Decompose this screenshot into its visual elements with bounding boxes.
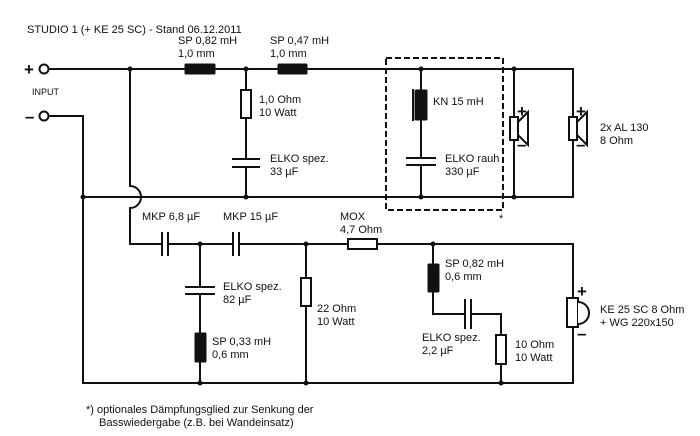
c22-label-value: 2,2 µF — [422, 345, 454, 357]
resistor-22-ohm: 22 Ohm 10 Watt — [300, 277, 356, 328]
capacitor-mkp-15uf: MKP 15 µF — [223, 211, 278, 256]
resistor-mox-4-7-ohm: MOX 4,7 Ohm — [340, 211, 382, 250]
tweeter-plus: + — [577, 282, 587, 301]
capacitor-330uf: ELKO rauh 330 µF — [406, 153, 499, 178]
wires — [48, 68, 574, 384]
r1-label-power: 10 Watt — [259, 107, 297, 119]
inductor-sp3: SP 0,33 mH 0,6 mm — [194, 332, 271, 363]
c82-label-value: 82 µF — [223, 294, 252, 306]
junction-dots — [80, 66, 517, 386]
r10-label-value: 10 Ohm — [515, 339, 554, 351]
c22-label-type: ELKO spez. — [422, 332, 481, 344]
c1-label-type: ELKO spez. — [270, 153, 329, 165]
c-rauh-label-value: 330 µF — [445, 166, 480, 178]
woofer2-plus: + — [576, 102, 586, 121]
sp4-label-wire: 0,6 mm — [445, 271, 482, 283]
input-label: INPUT — [32, 87, 60, 97]
mox-label-value: 4,7 Ohm — [340, 224, 382, 236]
footnote-line-2: Basswiedergabe (z.B. bei Wandeinsatz) — [99, 417, 294, 429]
inductor-sp2: SP 0,47 mH 1,0 mm — [270, 35, 329, 75]
woofer-speaker-2: + – 2x AL 130 8 Ohm — [568, 102, 649, 154]
capacitor-33uf: ELKO spez. 33 µF — [232, 153, 329, 178]
r22-label-power: 10 Watt — [317, 316, 355, 328]
c1-label-value: 33 µF — [270, 166, 299, 178]
c82-label-type: ELKO spez. — [223, 281, 282, 293]
input-plus-terminal — [38, 63, 50, 75]
r10-label-power: 10 Watt — [515, 352, 553, 364]
input-terminals: + INPUT – — [24, 60, 60, 126]
input-plus-sign: + — [24, 60, 34, 79]
mox-label-type: MOX — [340, 211, 366, 223]
sp1-label-value: SP 0,82 mH — [178, 35, 237, 47]
tweeter-minus: – — [577, 324, 586, 343]
sp3-label-value: SP 0,33 mH — [212, 336, 271, 348]
woofer-speaker-1: + – — [509, 102, 529, 154]
inductor-sp1: SP 0,82 mH 1,0 mm — [178, 35, 237, 75]
tweeter-speaker: + – KE 25 SC 8 Ohm + WG 220x150 — [566, 282, 684, 343]
capacitor-82uf: ELKO spez. 82 µF — [185, 281, 282, 306]
r22-label-value: 22 Ohm — [317, 303, 356, 315]
woofer1-plus: + — [517, 102, 527, 121]
sp4-label-value: SP 0,82 mH — [445, 258, 504, 270]
resistor-10-ohm: 10 Ohm 10 Watt — [495, 334, 554, 365]
diagram-title: STUDIO 1 (+ KE 25 SC) - Stand 06.12.2011 — [27, 24, 242, 36]
sp2-label-wire: 1,0 mm — [270, 48, 307, 60]
c-rauh-label-type: ELKO rauh — [445, 153, 499, 165]
mkp1-label: MKP 6,8 µF — [142, 211, 200, 223]
woofer-label-model: 2x AL 130 — [600, 122, 649, 134]
optional-marker: * — [499, 213, 504, 225]
inductor-kn-15mh: KN 15 mH — [412, 89, 484, 121]
sp3-label-wire: 0,6 mm — [212, 349, 249, 361]
woofer2-minus: – — [576, 135, 585, 154]
kn-label: KN 15 mH — [433, 96, 484, 108]
optional-damping-box — [385, 57, 504, 211]
capacitor-mkp-6-8uf: MKP 6,8 µF — [142, 211, 200, 256]
inductor-sp4: SP 0,82 mH 0,6 mm — [427, 258, 504, 293]
r1-label-value: 1,0 Ohm — [259, 94, 301, 106]
mkp2-label: MKP 15 µF — [223, 211, 278, 223]
capacitor-2-2uf: ELKO spez. 2,2 µF — [422, 299, 481, 357]
input-minus-terminal — [38, 110, 50, 122]
sp2-label-value: SP 0,47 mH — [270, 35, 329, 47]
footnote-line-1: *) optionales Dämpfungsglied zur Senkung… — [86, 404, 314, 416]
resistor-1-ohm: 1,0 Ohm 10 Watt — [240, 89, 301, 119]
woofer-label-impedance: 8 Ohm — [600, 135, 633, 147]
input-minus-sign: – — [25, 107, 34, 126]
woofer1-minus: – — [517, 135, 526, 154]
tweeter-label-model: KE 25 SC 8 Ohm — [600, 304, 684, 316]
sp1-label-wire: 1,0 mm — [178, 48, 215, 60]
tweeter-label-waveguide: + WG 220x150 — [600, 317, 674, 329]
